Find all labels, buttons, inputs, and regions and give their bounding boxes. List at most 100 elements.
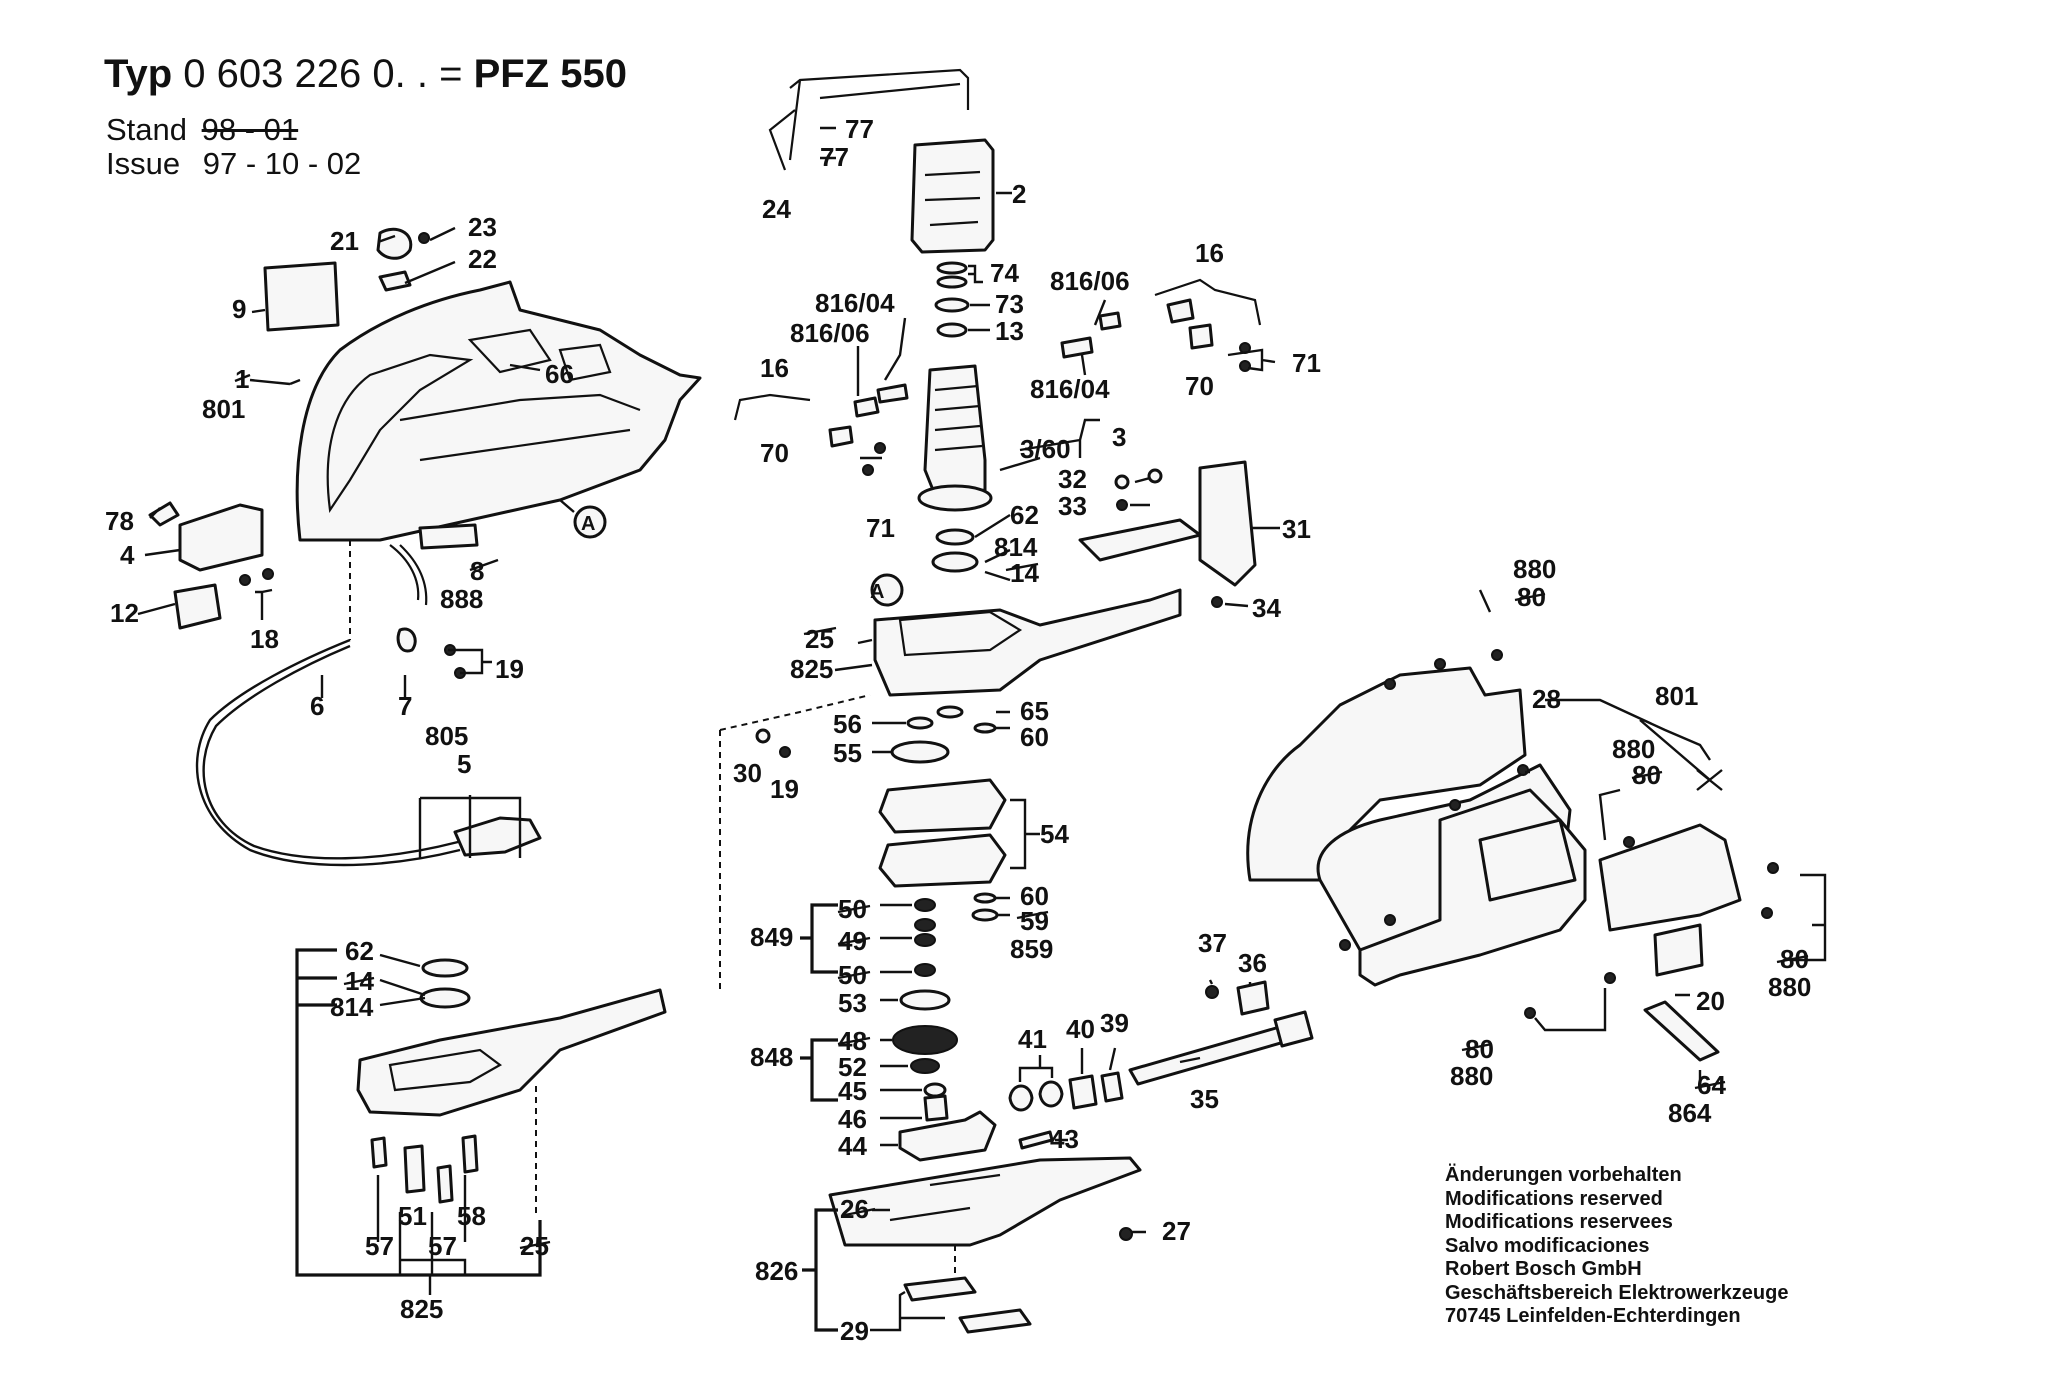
screw-18b bbox=[262, 568, 274, 580]
callout-18: 18 bbox=[250, 624, 279, 654]
plate-31-upright bbox=[1198, 460, 1257, 587]
callout-70a: 70 bbox=[760, 438, 789, 468]
bearing-49b bbox=[914, 933, 936, 947]
callout-805: 805 bbox=[425, 721, 468, 751]
strike-80d bbox=[1461, 1042, 1493, 1052]
callout-849: 849 bbox=[750, 922, 793, 952]
screw-71b bbox=[874, 442, 886, 454]
callout-2: 2 bbox=[1012, 179, 1026, 209]
switch-4 bbox=[178, 503, 264, 572]
callout-53: 53 bbox=[838, 988, 867, 1018]
pin-58 bbox=[461, 1134, 479, 1174]
callout-59: 59 bbox=[1020, 906, 1049, 936]
callout-40: 40 bbox=[1066, 1014, 1095, 1044]
gear-housing-25-lower bbox=[356, 988, 667, 1117]
note-line: Modifications reserved bbox=[1445, 1187, 1663, 1210]
screw-18a bbox=[239, 574, 251, 586]
callout-71a: 71 bbox=[866, 513, 895, 543]
callout-24: 24 bbox=[762, 194, 791, 224]
stand-label: Stand bbox=[106, 112, 188, 147]
washer-33 bbox=[1116, 499, 1128, 511]
callout-14a: 14 bbox=[1010, 558, 1039, 588]
switch-knob bbox=[376, 227, 413, 260]
typ-suffix: 0. . bbox=[372, 52, 428, 96]
callout-35: 35 bbox=[1190, 1084, 1219, 1114]
callout-51: 51 bbox=[398, 1201, 427, 1231]
screw-880-4 bbox=[1517, 764, 1529, 776]
washer-74a bbox=[936, 261, 968, 275]
callout-80b: 80 bbox=[1632, 760, 1661, 790]
callout-29: 29 bbox=[840, 1316, 869, 1346]
screw-32a bbox=[1114, 474, 1130, 490]
callout-1: 1 bbox=[235, 364, 249, 394]
strike-80a bbox=[1514, 592, 1546, 602]
callout-8: 8 bbox=[470, 556, 484, 586]
gearing-group bbox=[719, 694, 1314, 1334]
callout-26: 26 bbox=[840, 1194, 869, 1224]
mains-cable-6-inner bbox=[202, 644, 459, 860]
callout-16a: 16 bbox=[760, 353, 789, 383]
screw-32b bbox=[1147, 468, 1163, 484]
screw-880-1 bbox=[1384, 678, 1396, 690]
bearing-814 bbox=[931, 551, 979, 573]
housing-pockets bbox=[467, 328, 612, 382]
switch-clip bbox=[378, 270, 412, 292]
callout-37: 37 bbox=[1198, 928, 1227, 958]
gear-housing-25-top bbox=[898, 610, 1023, 657]
callout-4: 4 bbox=[120, 540, 135, 570]
strike-25a bbox=[803, 626, 837, 636]
callout-78: 78 bbox=[105, 506, 134, 536]
screw-880-9 bbox=[1524, 1007, 1536, 1019]
screw-23 bbox=[418, 232, 430, 244]
washer-62 bbox=[935, 528, 975, 546]
window-panel bbox=[1478, 818, 1577, 902]
callout-23: 23 bbox=[468, 212, 497, 242]
callout-50a: 50 bbox=[838, 894, 867, 924]
callout-25a: 25 bbox=[805, 624, 834, 654]
lower-housing-group bbox=[356, 730, 721, 1215]
washer-50a bbox=[914, 898, 936, 912]
stand-value: 98 - 01 bbox=[201, 112, 299, 147]
housing-ribs bbox=[399, 393, 641, 462]
brush-holder-816-06a bbox=[853, 396, 880, 418]
field-2-lines bbox=[924, 170, 981, 227]
callout-65: 65 bbox=[1020, 696, 1049, 726]
callout-54: 54 bbox=[1040, 819, 1069, 849]
company-name: Robert Bosch GmbH bbox=[1445, 1258, 1642, 1280]
strike-80b bbox=[1631, 770, 1663, 780]
callout-27: 27 bbox=[1162, 1216, 1191, 1246]
callout-888: 888 bbox=[440, 584, 483, 614]
callout-864: 864 bbox=[1668, 1098, 1712, 1128]
screw-19c bbox=[779, 746, 791, 758]
callout-31: 31 bbox=[1282, 514, 1311, 544]
part-36 bbox=[1236, 980, 1270, 1016]
brush-816-04a bbox=[876, 383, 909, 404]
callout-19a: 19 bbox=[495, 654, 524, 684]
callout-57b: 57 bbox=[428, 1231, 457, 1261]
modification-notes: Änderungen vorbehalten Modifications res… bbox=[1445, 1164, 1788, 1329]
part-40 bbox=[1068, 1074, 1098, 1110]
gear-housing-25 bbox=[873, 588, 1182, 697]
typ-number: 0 603 226 bbox=[183, 52, 362, 96]
mains-cable-6 bbox=[195, 638, 461, 867]
cable-guide-7 bbox=[389, 544, 428, 606]
cable-clamp-12 bbox=[173, 583, 222, 630]
bearing-49a bbox=[914, 918, 936, 932]
callout-6: 6 bbox=[310, 691, 324, 721]
armature-windings bbox=[934, 384, 983, 452]
callout-816-06a: 816/06 bbox=[790, 318, 870, 348]
motor-stack-group bbox=[733, 68, 1262, 697]
callout-826: 826 bbox=[755, 1256, 798, 1286]
washer-55 bbox=[890, 740, 950, 764]
gear-48 bbox=[892, 1025, 958, 1055]
shaft-35 bbox=[1128, 1022, 1300, 1086]
callout-9: 9 bbox=[232, 294, 246, 324]
shell-28-back bbox=[1246, 666, 1527, 882]
note-line: Modifications reservees bbox=[1445, 1211, 1673, 1233]
strike-26 bbox=[844, 1207, 876, 1217]
callout-64: 64 bbox=[1697, 1070, 1726, 1100]
screw-30 bbox=[755, 728, 771, 744]
fan-3-60 bbox=[917, 484, 993, 512]
strike-49 bbox=[837, 936, 871, 946]
callout-16b: 16 bbox=[1195, 238, 1224, 268]
